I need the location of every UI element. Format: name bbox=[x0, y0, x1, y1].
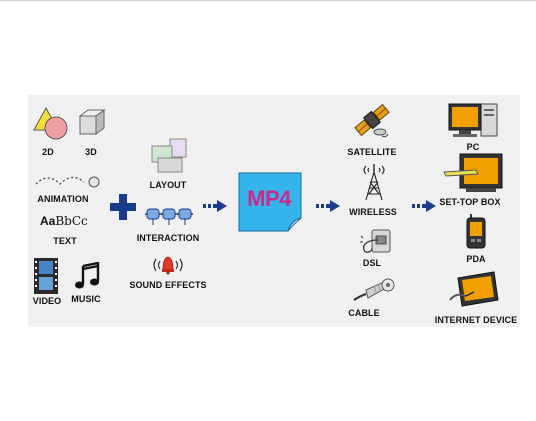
sound-bell-icon bbox=[153, 256, 183, 275]
text-sample-regular: BbCc bbox=[55, 214, 88, 228]
label-video: VIDEO bbox=[32, 296, 62, 306]
set-top-box-tv-icon bbox=[443, 153, 503, 192]
label-pda: PDA bbox=[466, 254, 486, 264]
layout-icon bbox=[151, 138, 187, 173]
label-layout: LAYOUT bbox=[149, 180, 187, 190]
arrow-to-devices bbox=[412, 200, 436, 212]
pda-icon bbox=[466, 214, 486, 249]
label-pc: PC bbox=[466, 142, 480, 152]
label-set-top-box: SET-TOP BOX bbox=[439, 197, 501, 207]
label-internet-device: INTERNET DEVICE bbox=[434, 315, 518, 325]
label-music: MUSIC bbox=[71, 294, 101, 304]
label-wireless: WIRELESS bbox=[349, 207, 397, 217]
label-3d: 3D bbox=[85, 147, 97, 157]
label-sound-effects: SOUND EFFECTS bbox=[129, 280, 207, 290]
dsl-phone-jack-icon bbox=[360, 229, 391, 253]
mp4-document-icon bbox=[238, 172, 302, 232]
arrow-to-mp4 bbox=[203, 200, 227, 212]
label-dsl: DSL bbox=[362, 258, 382, 268]
animation-path-icon bbox=[35, 176, 100, 188]
arrow-to-delivery bbox=[316, 200, 340, 212]
label-cable: CABLE bbox=[348, 308, 380, 318]
label-animation: ANIMATION bbox=[37, 194, 89, 204]
video-film-icon bbox=[34, 258, 58, 294]
interaction-icon bbox=[145, 208, 193, 225]
mp4-label: MP4 bbox=[247, 186, 291, 211]
plus-icon bbox=[110, 194, 136, 220]
label-text: TEXT bbox=[53, 236, 77, 246]
satellite-icon bbox=[354, 103, 390, 138]
text-sample: AaBbCc bbox=[40, 214, 88, 228]
internet-device-tablet-icon bbox=[449, 271, 499, 307]
top-divider bbox=[0, 0, 536, 1]
label-interaction: INTERACTION bbox=[136, 233, 200, 243]
text-sample-bold: Aa bbox=[40, 214, 56, 228]
cable-connector-icon bbox=[353, 278, 395, 301]
2d-shapes-icon bbox=[33, 106, 68, 140]
music-note-icon bbox=[75, 262, 100, 289]
wireless-tower-icon bbox=[363, 164, 385, 201]
pc-computer-icon bbox=[448, 103, 498, 137]
label-satellite: SATELLITE bbox=[347, 147, 397, 157]
label-2d: 2D bbox=[42, 147, 54, 157]
3d-cube-icon bbox=[78, 109, 106, 135]
